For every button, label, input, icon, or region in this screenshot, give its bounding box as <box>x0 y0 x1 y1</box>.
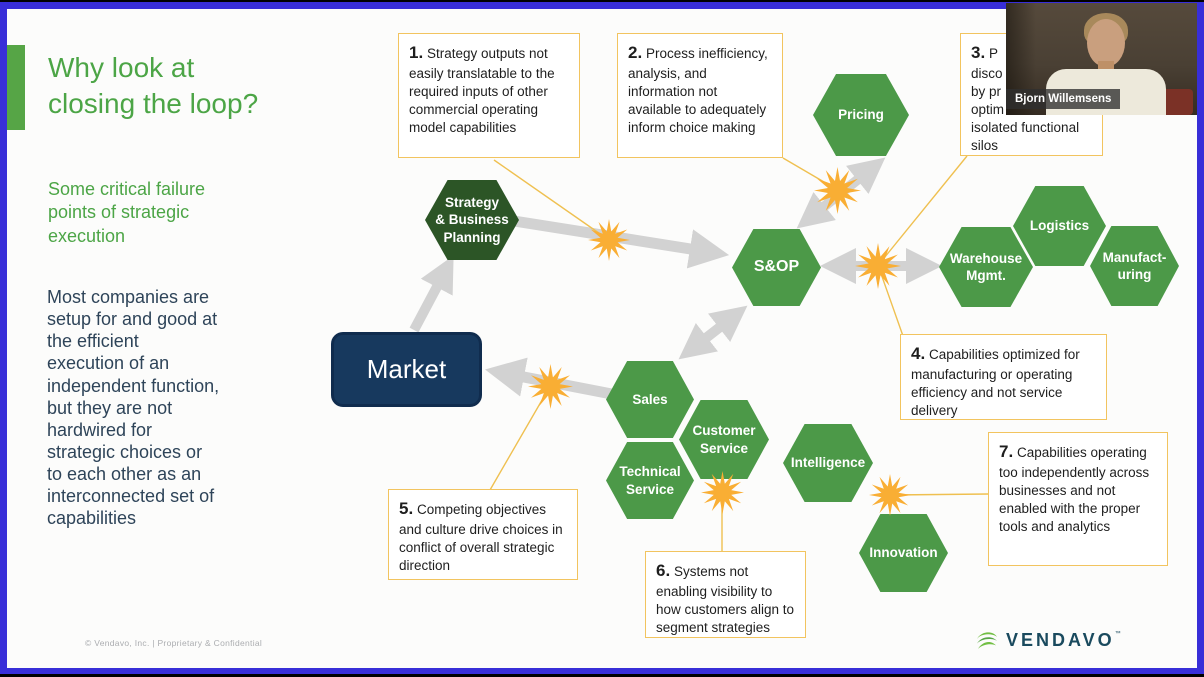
slide-title: Why look at closing the loop? <box>48 52 259 120</box>
node-market-label: Market <box>366 354 447 384</box>
node-intelligence: Intelligence <box>783 424 873 502</box>
node-sop: S&OP <box>732 229 821 306</box>
node-technical-service: Technical Service <box>606 442 694 519</box>
callout-2-number: 2. <box>628 43 643 62</box>
callout-7: 7. Capabilities operating too independen… <box>988 432 1168 566</box>
callout-1-number: 1. <box>409 43 424 62</box>
node-sop-label: S&OP <box>753 258 800 276</box>
slide-subtitle: Some critical failure points of strategi… <box>48 179 206 246</box>
arrow-market-to-strategy <box>409 255 454 333</box>
speaker-face <box>1087 19 1125 67</box>
callout-2: 2. Process inefficiency, analysis, and i… <box>617 33 783 158</box>
speaker-name-tag: Bjorn Willemsens <box>1006 89 1121 109</box>
connector-callout-5 <box>489 387 550 491</box>
webcam-overlay[interactable]: Bjorn Willemsens <box>1006 3 1197 115</box>
callout-5: 5. Competing objectives and culture driv… <box>388 489 578 580</box>
callout-5-number: 5. <box>399 499 414 518</box>
node-logistics-label: Logistics <box>1029 218 1090 234</box>
title-accent-bar <box>7 45 25 130</box>
callout-4: 4. Capabilities optimized for manufactur… <box>900 334 1107 420</box>
node-innovation-label: Innovation <box>869 545 938 561</box>
node-innovation: Innovation <box>859 514 948 592</box>
vendavo-wordmark: VENDAVO <box>1006 629 1115 650</box>
node-technical-service-label: Technical Service <box>619 464 681 497</box>
callout-7-number: 7. <box>999 442 1014 461</box>
node-sales-label: Sales <box>632 391 668 407</box>
node-strategy-business-planning: Strategy & Business Planning <box>425 180 519 260</box>
node-customer-service-label: Customer Service <box>692 423 756 456</box>
callout-7-text: Capabilities operating too independently… <box>999 445 1150 534</box>
node-manufacturing: Manufact- uring <box>1090 226 1179 306</box>
callout-1-text: Strategy outputs not easily translatable… <box>409 46 555 135</box>
node-pricing: Pricing <box>813 74 909 156</box>
connector-callout-4 <box>878 267 904 337</box>
callout-1: 1. Strategy outputs not easily translata… <box>398 33 580 158</box>
vendavo-trademark: ™ <box>1114 631 1121 637</box>
callout-3-text: P disco by pr optim isolated functional … <box>971 46 1080 154</box>
callout-5-text: Competing objectives and culture drive c… <box>399 502 563 573</box>
callout-6: 6. Systems not enabling visibility to ho… <box>645 551 806 638</box>
arrow-sop-sales <box>678 305 748 360</box>
vendavo-logo: VENDAVO ™ <box>975 628 1121 652</box>
node-warehouse-label: Warehouse Mgmt. <box>949 250 1023 283</box>
node-sales: Sales <box>606 361 694 438</box>
node-manufacturing-label: Manufact- uring <box>1102 249 1167 282</box>
callout-6-text: Systems not enabling visibility to how c… <box>656 564 795 635</box>
arrow-sales-to-market <box>485 357 624 402</box>
callout-3-number: 3. <box>971 43 986 62</box>
callout-6-number: 6. <box>656 561 671 580</box>
vendavo-logo-icon <box>977 632 997 649</box>
callout-2-text: Process inefficiency, analysis, and info… <box>628 46 768 135</box>
node-warehouse-mgmt: Warehouse Mgmt. <box>939 227 1033 307</box>
node-intelligence-label: Intelligence <box>790 455 866 471</box>
slide-body-text: Most companies are setup for and good at… <box>47 287 220 529</box>
node-logistics: Logistics <box>1013 186 1106 266</box>
callout-4-text: Capabilities optimized for manufacturing… <box>911 347 1080 418</box>
node-strategy-label: Strategy & Business Planning <box>435 195 509 245</box>
node-pricing-label: Pricing <box>838 107 884 123</box>
footer-confidential: © Vendavo, Inc. | Proprietary & Confiden… <box>85 638 263 648</box>
connector-callout-3 <box>879 155 968 264</box>
callout-4-number: 4. <box>911 344 926 363</box>
connector-callout-1 <box>493 159 607 239</box>
node-market: Market <box>331 332 482 407</box>
node-customer-service: Customer Service <box>679 400 769 479</box>
